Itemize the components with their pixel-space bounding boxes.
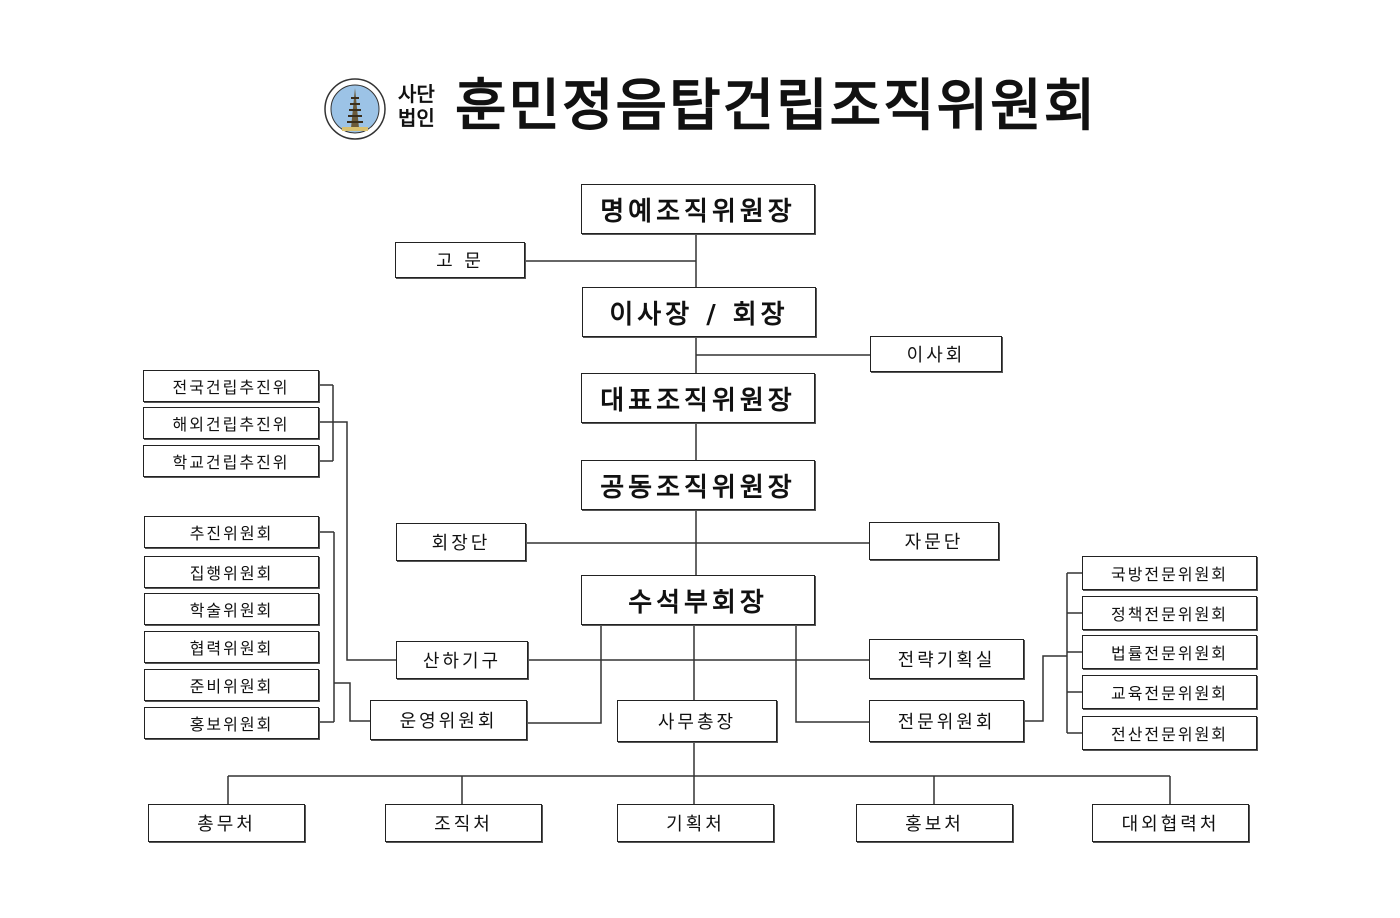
affiliated-org-box: 산하기구 xyxy=(396,641,528,679)
expert-subcommittee-box: 법률전문위원회 xyxy=(1082,635,1257,669)
department-box: 기획처 xyxy=(617,804,774,842)
department-box: 대외협력처 xyxy=(1092,804,1249,842)
expert-subcommittee-box: 전산전문위원회 xyxy=(1082,716,1257,750)
promotion-group-box: 학교건립추진위 xyxy=(143,445,319,477)
expert-subcommittee-box: 정책전문위원회 xyxy=(1082,596,1257,630)
advisory-group-box: 자문단 xyxy=(869,522,999,560)
committee-box: 준비위원회 xyxy=(144,669,319,701)
department-box: 조직처 xyxy=(385,804,542,842)
department-box: 총무처 xyxy=(148,804,305,842)
representative-chair-box: 대표조직위원장 xyxy=(581,373,815,423)
department-box: 홍보처 xyxy=(856,804,1013,842)
secretary-general-box: 사무총장 xyxy=(617,700,777,742)
co-chair-box: 공동조직위원장 xyxy=(581,460,815,510)
committee-box: 학술위원회 xyxy=(144,593,319,625)
promotion-group-box: 전국건립추진위 xyxy=(143,370,319,402)
logo-pagoda-seal xyxy=(324,78,386,140)
strategy-office-box: 전략기획실 xyxy=(869,639,1024,679)
expert-committee-box: 전문위원회 xyxy=(869,700,1024,742)
honorary-chair-box: 명예조직위원장 xyxy=(581,184,815,234)
presidium-box: 회장단 xyxy=(396,523,526,561)
advisor-box: 고 문 xyxy=(395,242,525,278)
board-box: 이사회 xyxy=(870,336,1002,372)
committee-box: 협력위원회 xyxy=(144,631,319,663)
expert-subcommittee-box: 교육전문위원회 xyxy=(1082,675,1257,709)
chairman-box: 이사장 / 회장 xyxy=(582,287,816,337)
expert-subcommittee-box: 국방전문위원회 xyxy=(1082,556,1257,590)
senior-vice-chair-box: 수석부회장 xyxy=(581,575,815,625)
promotion-group-box: 해외건립추진위 xyxy=(143,407,319,439)
committee-box: 홍보위원회 xyxy=(144,707,319,739)
committee-box: 추진위원회 xyxy=(144,516,319,548)
committee-box: 집행위원회 xyxy=(144,556,319,588)
steering-committee-box: 운영위원회 xyxy=(370,700,527,740)
page-title: 훈민정음탑건립조직위원회 xyxy=(455,74,1098,139)
